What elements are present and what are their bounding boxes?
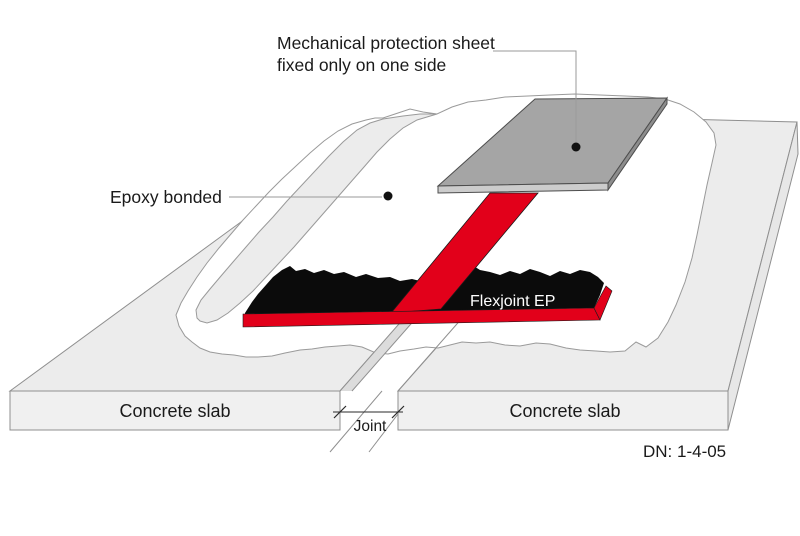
- leader-line-mechanical-sheet: [493, 50, 577, 142]
- label-epoxy-bonded: Epoxy bonded: [110, 187, 222, 207]
- leader-dot-mechanical-sheet: [571, 142, 581, 152]
- leader-epoxy: [229, 191, 393, 201]
- leader-dot-epoxy: [383, 191, 393, 201]
- dimension-tick-right: [391, 405, 405, 419]
- joint-front-line-1: [329, 390, 383, 453]
- protection-sheet-side-edge: [607, 96, 668, 192]
- label-joint: Joint: [354, 418, 387, 435]
- label-mechanical-sheet-line1: Mechanical protection sheet: [277, 33, 495, 53]
- flexjoint-label: Flexjoint EP: [470, 293, 555, 310]
- leader-mechanical-sheet: [493, 50, 581, 152]
- flexjoint-side-band: [593, 285, 613, 321]
- joint-dimension: [333, 405, 405, 419]
- label-mechanical-sheet-line2: fixed only on one side: [277, 55, 446, 75]
- label-concrete-slab-right: Concrete slab: [509, 401, 620, 421]
- dimension-tick-left: [333, 405, 347, 419]
- flexjoint-tape-strip: [390, 192, 539, 314]
- slab-right-front-face: [397, 390, 729, 431]
- joint-front-line-2: [368, 413, 399, 453]
- slab-left-front-face: [9, 390, 341, 431]
- label-drawing-number: DN: 1-4-05: [643, 442, 726, 461]
- slab-edge-strip: [195, 113, 438, 324]
- protection-sheet: [436, 96, 668, 194]
- label-concrete-slab-left: Concrete slab: [119, 401, 230, 421]
